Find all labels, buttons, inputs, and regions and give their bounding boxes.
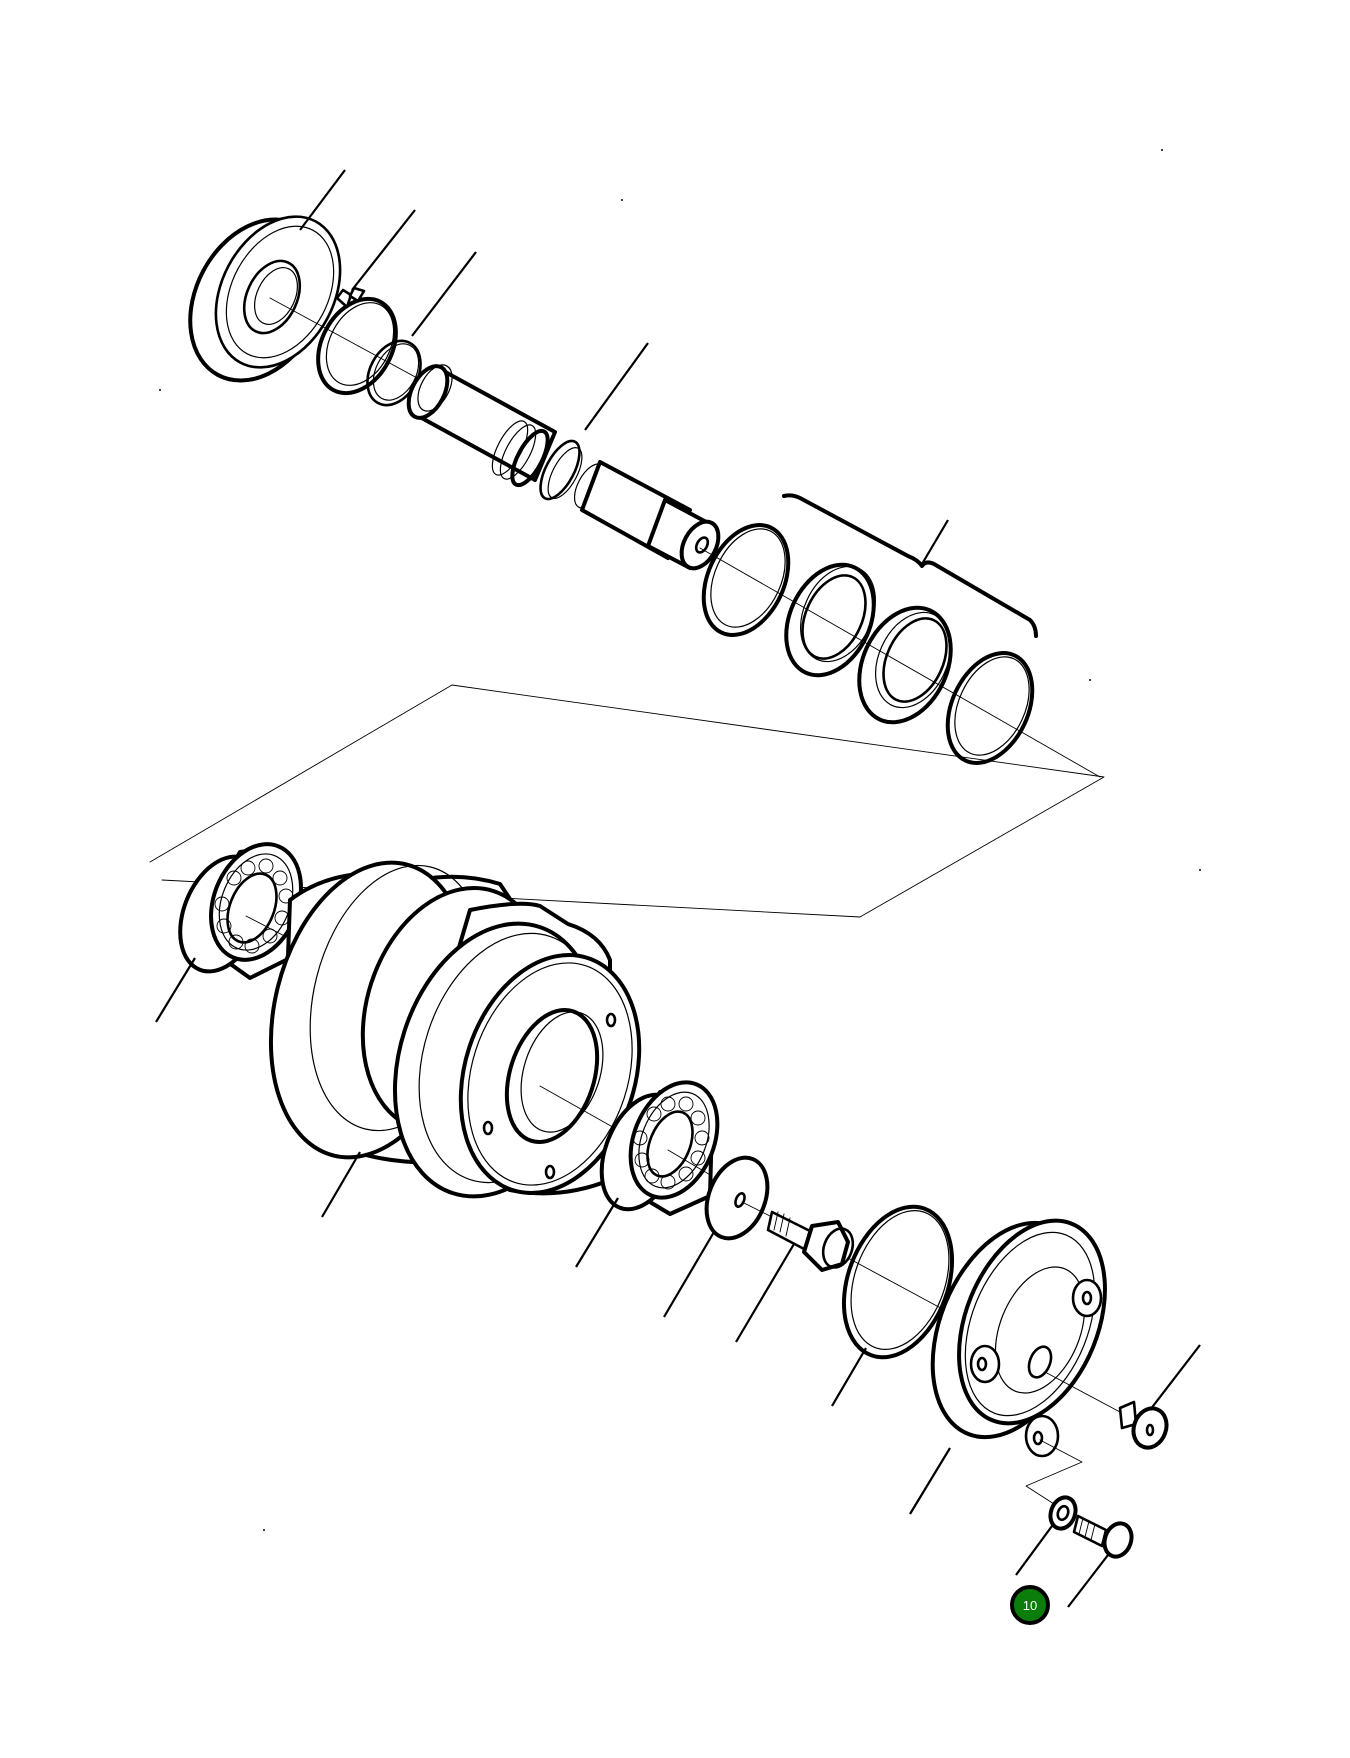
leader-hit-roller-shaft[interactable] [585,343,648,430]
leader-end-cap [909,1447,951,1515]
axis-line-roller-body [539,1085,619,1131]
leader-hit-roller-bearing-left[interactable] [156,958,195,1022]
hex-bolt-center[interactable] [741,1201,858,1272]
roller-bearing-right[interactable] [586,1069,733,1221]
assembly-reference-frame [149,684,1105,918]
thrust-washer[interactable] [695,1149,778,1248]
leader-roller-body [321,1151,361,1218]
leader-hit-o-ring-small[interactable] [412,252,476,336]
leader-hit-hex-bolt-center[interactable] [736,1244,794,1342]
leader-roller-bearing-left [155,957,196,1023]
leader-snap-ring [351,209,416,291]
axis-line-upper [269,297,431,386]
leader-outer-seal-housing [299,169,346,231]
leader-o-ring-small [411,251,477,337]
leader-hit-outer-seal-housing[interactable] [300,170,345,230]
callout-badge-10[interactable]: 10 [1010,1585,1050,1625]
leader-hex-bolt-center [735,1243,795,1343]
leader-roller-bearing-right [575,1197,619,1268]
leader-seal-kit-group [921,519,949,565]
callout-badge-label: 10 [1022,1597,1038,1613]
socket-plug[interactable] [1044,1371,1172,1452]
outer-seal-housing[interactable] [163,195,365,404]
roller-shaft[interactable] [401,359,726,574]
assembly-link-line [1025,1439,1083,1505]
leader-socket-plug [1149,1344,1201,1411]
cap-bolt[interactable] [1072,1514,1136,1560]
leader-o-ring-large [831,1347,867,1407]
leader-hit-lock-washer[interactable] [1016,1526,1052,1575]
seal-kit-group[interactable] [687,493,1049,776]
leader-hit-end-cap[interactable] [910,1448,950,1514]
axis-line-seal [699,547,1101,778]
leader-cap-bolt [1067,1554,1109,1608]
leader-thrust-washer [663,1231,715,1318]
axis-line-bearing-right [667,1149,713,1177]
leader-hit-roller-body[interactable] [322,1152,360,1217]
leader-lock-washer [1015,1525,1053,1576]
lock-washer[interactable] [1046,1494,1079,1532]
axis-line-o-ring-large [847,1257,949,1313]
snap-ring[interactable] [303,285,412,406]
leader-hit-socket-plug[interactable] [1150,1345,1200,1410]
leader-roller-shaft [584,342,649,431]
roller-bearing-left[interactable] [164,831,317,984]
leader-hit-thrust-washer[interactable] [664,1232,714,1317]
roller-body[interactable] [242,841,669,1222]
end-cap[interactable] [903,1199,1133,1460]
leader-hit-o-ring-large[interactable] [832,1348,866,1406]
scan-dots [159,149,1201,1531]
leader-hit-cap-bolt[interactable] [1068,1555,1108,1607]
leader-hit-seal-kit-group[interactable] [922,520,948,564]
leader-hit-roller-bearing-right[interactable] [576,1198,618,1267]
leader-hit-snap-ring[interactable] [352,210,415,290]
